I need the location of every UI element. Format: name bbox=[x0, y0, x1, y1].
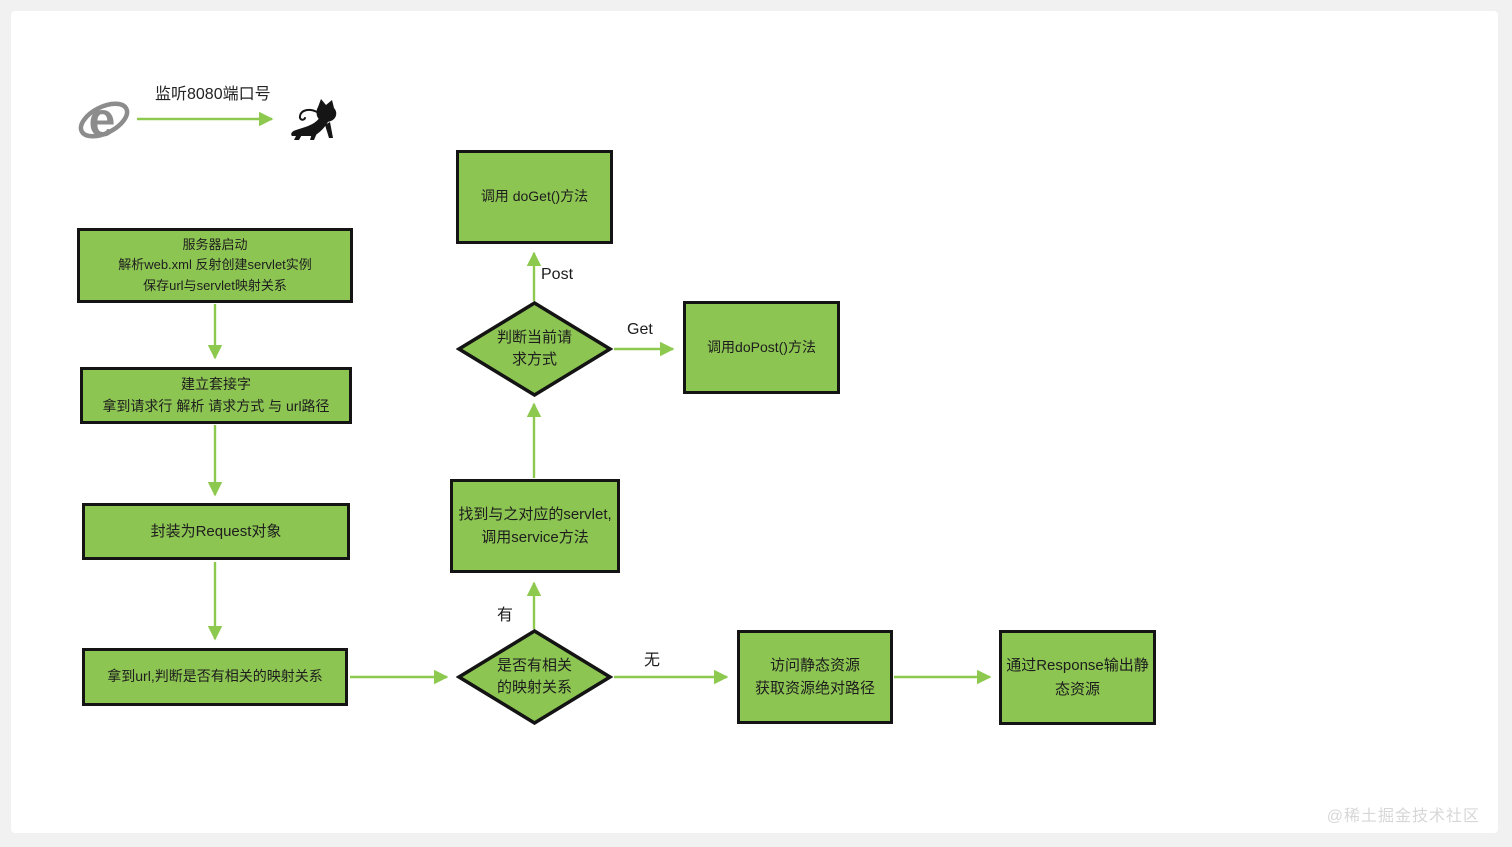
tomcat-cat-icon bbox=[287, 98, 339, 142]
decision-request-method: 判断当前请 求方式 bbox=[456, 301, 613, 397]
node-response-output: 通过Response输出静 态资源 bbox=[999, 630, 1156, 725]
node-call-doget: 调用 doGet()方法 bbox=[456, 150, 613, 244]
edge-label-get: Get bbox=[627, 321, 653, 338]
edge-label-post: Post bbox=[541, 266, 574, 283]
node-find-servlet: 找到与之对应的servlet, 调用service方法 bbox=[450, 479, 620, 573]
node-call-dopost: 调用doPost()方法 bbox=[683, 301, 840, 394]
edge-label-no: 无 bbox=[644, 652, 661, 669]
node-wrap-request: 封装为Request对象 bbox=[82, 503, 350, 560]
node-server-start: 服务器启动 解析web.xml 反射创建servlet实例 保存url与serv… bbox=[77, 228, 353, 303]
node-create-socket: 建立套接字 拿到请求行 解析 请求方式 与 url路径 bbox=[80, 367, 352, 424]
decision-has-mapping: 是否有相关 的映射关系 bbox=[456, 629, 613, 725]
ie-browser-icon: e bbox=[78, 92, 130, 148]
watermark: @稀土掘金技术社区 bbox=[1326, 808, 1480, 825]
node-static-resource: 访问静态资源 获取资源绝对路径 bbox=[737, 630, 893, 724]
edge-label-yes: 有 bbox=[497, 607, 514, 624]
listen-port-label: 监听8080端口号 bbox=[155, 86, 271, 103]
node-check-url-mapping: 拿到url,判断是否有相关的映射关系 bbox=[82, 648, 348, 706]
